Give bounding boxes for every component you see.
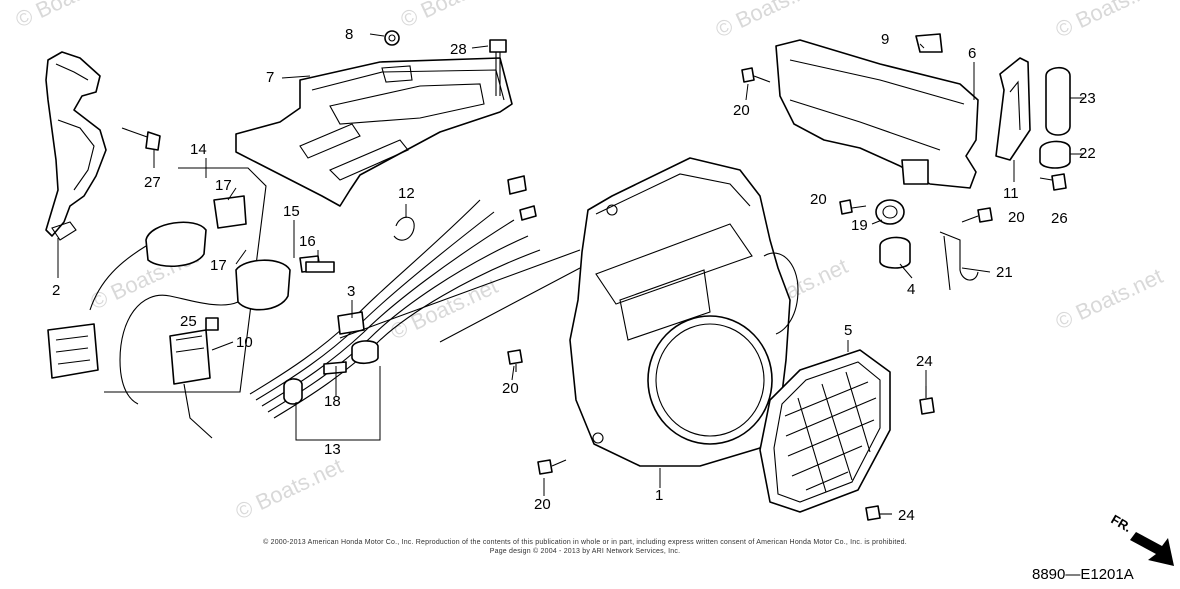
callout-7: 7 bbox=[266, 69, 274, 86]
callout-24: 24 bbox=[916, 353, 933, 370]
part-clip-9 bbox=[915, 33, 943, 53]
part-side-cover bbox=[45, 51, 107, 241]
bolt-20 bbox=[507, 349, 523, 372]
front-direction-arrow: FR. bbox=[1109, 512, 1174, 566]
callout-21: 21 bbox=[996, 264, 1013, 281]
callout-labels: 1 2 3 4 5 6 7 8 9 10 11 12 13 14 15 16 1… bbox=[52, 26, 1096, 524]
callout-17: 17 bbox=[215, 177, 232, 194]
part-hose-23 bbox=[1045, 66, 1071, 136]
callout-14: 14 bbox=[190, 141, 207, 158]
bolt-20 bbox=[961, 207, 993, 223]
callout-12: 12 bbox=[398, 185, 415, 202]
callout-15: 15 bbox=[283, 203, 300, 220]
callout-13: 13 bbox=[324, 441, 341, 458]
callout-19: 19 bbox=[851, 217, 868, 234]
part-clip-12 bbox=[393, 216, 415, 241]
callout-20: 20 bbox=[810, 191, 827, 208]
callout-22: 22 bbox=[1079, 145, 1096, 162]
callout-2: 2 bbox=[52, 282, 60, 299]
part-grommet-4 bbox=[879, 236, 911, 269]
bolt-20 bbox=[741, 67, 771, 83]
bolt-24 bbox=[865, 505, 892, 521]
bolt-27 bbox=[121, 127, 161, 151]
callout-20: 20 bbox=[534, 496, 551, 513]
part-wire-clip-21 bbox=[939, 231, 979, 291]
part-terminal-16 bbox=[305, 261, 335, 273]
callout-26: 26 bbox=[1051, 210, 1068, 227]
callout-16: 16 bbox=[299, 233, 316, 250]
part-grommet-19 bbox=[875, 199, 905, 225]
diagram-code: 8890—E1201A bbox=[1032, 566, 1134, 583]
front-arrow-label: FR. bbox=[1109, 512, 1135, 535]
callout-9: 9 bbox=[881, 31, 889, 48]
copyright-line: © 2000-2013 American Honda Motor Co., In… bbox=[263, 539, 907, 546]
watermark: © Boats.net bbox=[397, 0, 512, 33]
part-ignition-coil bbox=[47, 167, 291, 405]
watermark: © Boats.net bbox=[232, 453, 347, 524]
bolt-28 bbox=[489, 39, 507, 96]
callout-25: 25 bbox=[180, 313, 197, 330]
callout-24: 24 bbox=[898, 507, 915, 524]
part-fan-screen bbox=[759, 349, 891, 513]
part-top-shroud bbox=[235, 57, 513, 207]
callout-3: 3 bbox=[347, 283, 355, 300]
callout-8: 8 bbox=[345, 26, 353, 43]
callout-20: 20 bbox=[1008, 209, 1025, 226]
bolt-20 bbox=[537, 459, 567, 475]
callout-17: 17 bbox=[210, 257, 227, 274]
part-ignition-module bbox=[169, 329, 213, 439]
part-grommet-13 bbox=[283, 340, 381, 441]
callout-6: 6 bbox=[968, 45, 976, 62]
callout-27: 27 bbox=[144, 174, 161, 191]
page-design-line: Page design © 2004 - 2013 by ARI Network… bbox=[489, 548, 681, 555]
leader-lines bbox=[57, 33, 1084, 496]
watermark: © Boats.net bbox=[12, 0, 127, 33]
callout-5: 5 bbox=[844, 322, 852, 339]
bolt-26 bbox=[1039, 173, 1067, 191]
callout-18: 18 bbox=[324, 393, 341, 410]
callout-10: 10 bbox=[236, 334, 253, 351]
callout-1: 1 bbox=[655, 487, 663, 504]
part-clamp-22 bbox=[1039, 140, 1071, 169]
callout-23: 23 bbox=[1079, 90, 1096, 107]
watermark: © Boats.net bbox=[712, 0, 827, 43]
callout-4: 4 bbox=[907, 281, 915, 298]
part-fan-cover bbox=[569, 157, 799, 467]
callout-11: 11 bbox=[1003, 185, 1019, 202]
part-bracket-11 bbox=[995, 57, 1031, 161]
nut-8 bbox=[384, 30, 400, 46]
screw-25 bbox=[205, 317, 219, 331]
callout-28: 28 bbox=[450, 41, 467, 58]
callout-20: 20 bbox=[502, 380, 519, 397]
callout-20: 20 bbox=[733, 102, 750, 119]
part-air-guide bbox=[775, 39, 979, 189]
watermark: © Boats.net bbox=[1052, 263, 1167, 334]
bolt-24 bbox=[919, 386, 935, 415]
bolt-20 bbox=[839, 199, 867, 215]
watermark: © Boats.net bbox=[1052, 0, 1167, 43]
